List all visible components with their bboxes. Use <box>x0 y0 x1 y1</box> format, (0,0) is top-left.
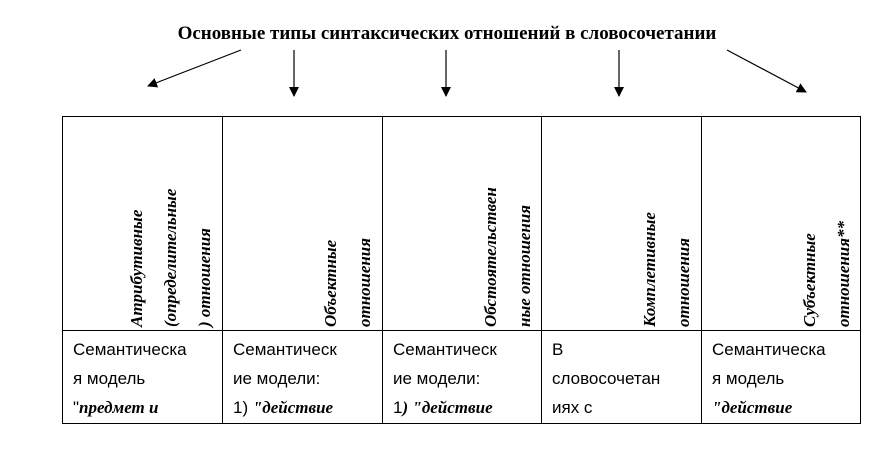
header-cell-attributive: Атрибутивные (определительные ) отношени… <box>62 116 222 330</box>
body-plain-circumstantial: Семантическ ие модели: 1 <box>393 340 497 417</box>
body-text-completive: В словосочетан иях с <box>552 335 697 422</box>
body-cell-circumstantial: Семантическ ие модели: 1) "действие <box>382 330 541 424</box>
header-cell-object: Объектные отношения <box>222 116 382 330</box>
header-cell-subjective: Субъектные отношения** <box>701 116 861 330</box>
body-em-attributive: предмет и <box>79 398 159 417</box>
header-text-attributive: Атрибутивные (определительные ) отношени… <box>127 188 214 327</box>
body-plain-attributive: Семантическа я модель " <box>73 340 187 417</box>
body-plain-object: Семантическ ие модели: 1) <box>233 340 337 417</box>
body-text-attributive: Семантическа я модель "предмет и <box>73 335 218 422</box>
header-text-completive: Комплетивные отношения <box>640 212 693 327</box>
header-text-subjective: Субъектные отношения** <box>800 220 853 327</box>
body-cell-object: Семантическ ие модели: 1) "действие <box>222 330 382 424</box>
header-cell-circumstantial: Обстоятельствен ные отношения <box>382 116 541 330</box>
body-text-subjective: Семантическа я модель "действие <box>712 335 856 422</box>
body-em-subjective: "действие <box>712 398 793 417</box>
body-em-circumstantial: ) "действие <box>402 398 493 417</box>
arrow-attributive <box>147 49 242 88</box>
body-cell-subjective: Семантическа я модель "действие <box>701 330 861 424</box>
body-text-object: Семантическ ие модели: 1) "действие <box>233 335 378 422</box>
header-text-object: Объектные отношения <box>321 237 374 327</box>
body-plain-completive: В словосочетан иях с <box>552 340 661 417</box>
body-cell-completive: В словосочетан иях с <box>541 330 701 424</box>
header-text-circumstantial: Обстоятельствен ные отношения <box>481 187 534 327</box>
body-em-object: "действие <box>252 398 334 417</box>
header-cell-completive: Комплетивные отношения <box>541 116 701 330</box>
body-text-circumstantial: Семантическ ие модели: 1) "действие <box>393 335 537 422</box>
body-cell-attributive: Семантическа я модель "предмет и <box>62 330 222 424</box>
diagram-title: Основные типы синтаксических отношений в… <box>177 23 717 44</box>
arrow-subjective <box>726 49 807 93</box>
body-plain-subjective: Семантическа я модель <box>712 340 826 388</box>
